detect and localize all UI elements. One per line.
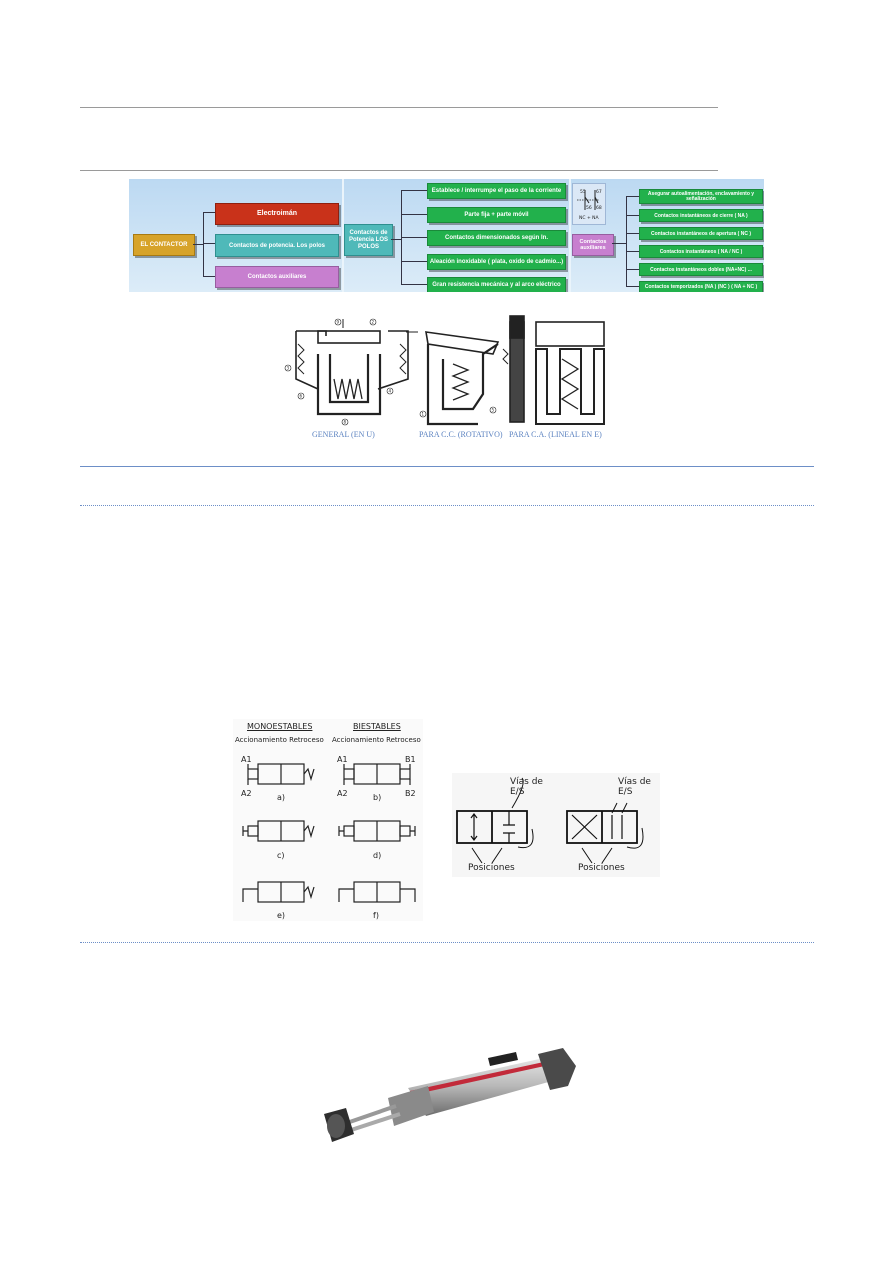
electromagnet-drawing: 9 2 3 6 4 8 5 1 (284, 315, 605, 426)
subheader-bi: Accionamiento Retroceso (332, 736, 421, 744)
pneumatic-cylinder-photo (318, 1046, 580, 1146)
svg-text:5: 5 (492, 408, 495, 413)
header-rule-bottom (80, 170, 718, 171)
svg-text:1: 1 (422, 412, 425, 417)
svg-text:67: 67 (596, 189, 602, 195)
svg-text:A1: A1 (337, 755, 348, 764)
svg-text:3: 3 (287, 366, 290, 371)
svg-text:NC + NA: NC + NA (579, 215, 600, 221)
svg-text:B2: B2 (405, 789, 416, 798)
svg-text:d): d) (373, 851, 381, 860)
aux-item-6: Contactos temporizados (NA ) (NC ) ( NA … (639, 281, 763, 292)
svg-text:c): c) (277, 851, 285, 860)
section-rule-2 (80, 505, 814, 506)
node-contactos-potencia: Contactos de potencia. Los polos (215, 234, 339, 257)
svg-text:A2: A2 (241, 789, 252, 798)
svg-text:A1: A1 (241, 755, 252, 764)
caption-general: GENERAL (EN U) (312, 430, 375, 439)
root-node: EL CONTACTOR (133, 234, 195, 256)
subheader-mono: Accionamiento Retroceso (235, 736, 324, 744)
svg-text:68: 68 (596, 205, 602, 211)
poles-item-4: Aleación inoxidable ( plata, oxido de ca… (427, 254, 566, 270)
aux-item-4: Contactos instantáneos ( NA / NC ) (639, 245, 763, 258)
label-vias-1: Vías de E/S (510, 777, 543, 797)
svg-text:56: 56 (586, 205, 592, 211)
svg-text:a): a) (277, 793, 285, 802)
poles-item-2: Parte fija + parte móvil (427, 207, 566, 223)
section-rule-3 (80, 942, 814, 943)
header-monoestables: MONOESTABLES (247, 722, 313, 731)
header-biestables: BIESTABLES (353, 722, 401, 731)
electromagnet-figure: 9 2 3 6 4 8 5 1 GENERAL (EN U) PARA C.C.… (278, 314, 608, 447)
header-rule-top (80, 107, 718, 108)
node-poles-title: Contactos de Potencia LOS POLOS (344, 224, 393, 256)
svg-text:e): e) (277, 911, 285, 920)
contactor-concept-map: EL CONTACTOR Electroimán Contactos de po… (129, 179, 764, 292)
svg-text:2: 2 (372, 320, 375, 325)
aux-item-1: Asegurar autoalimentación, enclavamiento… (639, 189, 763, 204)
label-vias-2: Vías de E/S (618, 777, 651, 797)
aux-contact-symbol: 55 67 56 68 NC + NA (572, 183, 606, 225)
poles-item-5: Gran resistencia mecánica y al arco eléc… (427, 277, 566, 292)
poles-item-3: Contactos dimensionados según In. (427, 230, 566, 246)
svg-text:4: 4 (389, 389, 392, 394)
label-posiciones-1: Posiciones (468, 863, 515, 873)
svg-text:B1: B1 (405, 755, 416, 764)
svg-text:A2: A2 (337, 789, 348, 798)
aux-item-2: Contactos instantáneos de cierre ( NA ) (639, 209, 763, 222)
svg-text:55: 55 (580, 189, 586, 195)
node-aux-title: Contactos auxiliares (572, 234, 614, 256)
node-electroiman: Electroimán (215, 203, 339, 225)
caption-rotativo: PARA C.C. (ROTATIVO) (419, 430, 503, 439)
svg-text:b): b) (373, 793, 381, 802)
svg-text:9: 9 (337, 320, 340, 325)
svg-text:f): f) (373, 911, 379, 920)
svg-text:6: 6 (300, 394, 303, 399)
label-posiciones-2: Posiciones (578, 863, 625, 873)
poles-item-1: Establece / interrumpe el paso de la cor… (427, 183, 566, 199)
ways-positions-figure: Vías de E/S Posiciones Vías de E/S Posic… (452, 773, 660, 877)
section-rule-1 (80, 466, 814, 467)
svg-text:8: 8 (344, 420, 347, 425)
node-contactos-auxiliares: Contactos auxiliares (215, 266, 339, 288)
caption-lineal: PARA C.A. (LINEAL EN E) (509, 430, 602, 439)
aux-item-3: Contactos instantáneos de apertura ( NC … (639, 227, 763, 240)
valve-actuation-figure: MONOESTABLES BIESTABLES Accionamiento Re… (233, 719, 423, 921)
aux-item-5: Contactos instantáneos dobles (NA+NC) ..… (639, 263, 763, 276)
